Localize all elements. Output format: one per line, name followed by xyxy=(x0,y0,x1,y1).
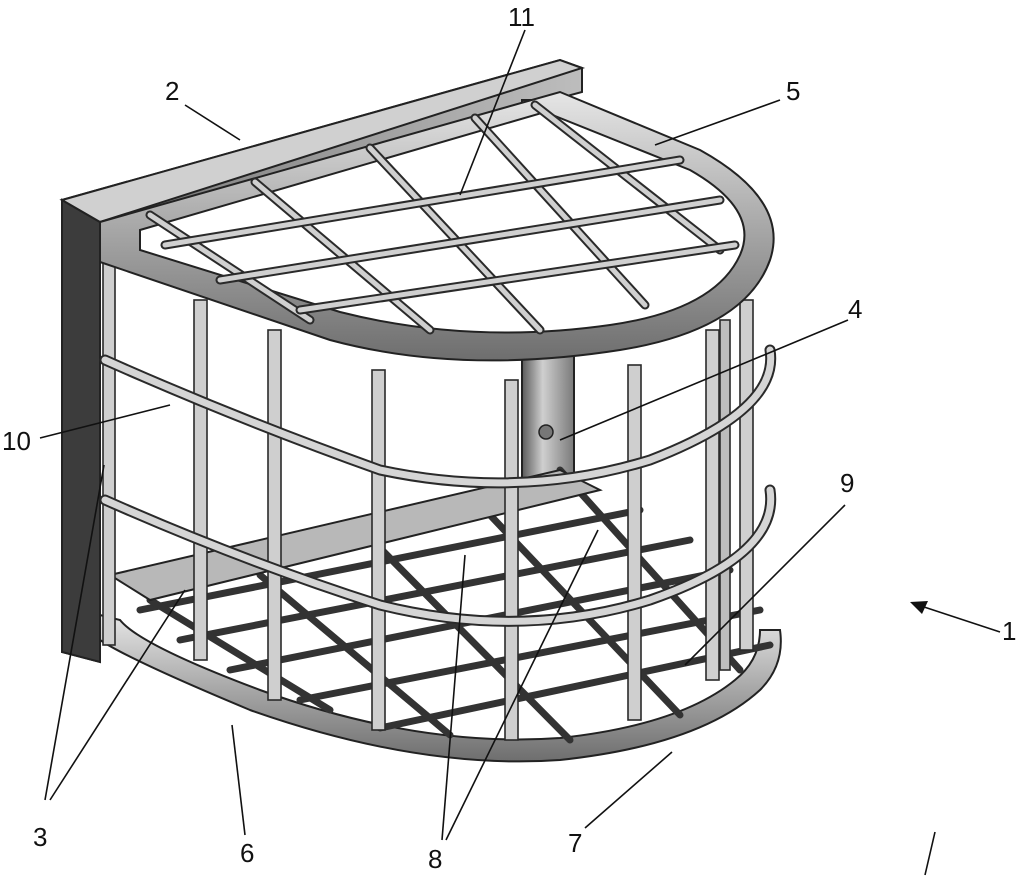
leader-3a xyxy=(44,464,105,801)
floor-strut xyxy=(107,468,603,602)
floor-grid xyxy=(136,466,774,744)
top-grid xyxy=(145,100,740,335)
arrow-1 xyxy=(910,601,928,614)
leader-lines xyxy=(39,29,1001,876)
ref-label-1: 1 xyxy=(1002,616,1016,646)
horizontal-rings xyxy=(99,344,777,627)
ref-label-8: 8 xyxy=(428,844,442,874)
leader-5 xyxy=(654,99,781,146)
leader-10 xyxy=(39,404,171,439)
leader-6 xyxy=(231,724,246,836)
leader-8b xyxy=(445,529,599,841)
ref-label-7: 7 xyxy=(568,828,582,858)
bottom-frame xyxy=(99,613,782,763)
leader-7 xyxy=(584,751,673,829)
leader-3b xyxy=(49,589,186,801)
leader-2 xyxy=(184,104,241,141)
leader-1 xyxy=(914,603,1001,633)
vertical-bars xyxy=(102,249,754,741)
wall-plate xyxy=(59,58,586,664)
ref-label-10: 10 xyxy=(2,426,31,456)
ref-label-3: 3 xyxy=(33,822,47,852)
leader-9 xyxy=(684,504,846,666)
leader-8a xyxy=(441,554,466,841)
ref-label-6: 6 xyxy=(240,838,254,868)
ref-label-9: 9 xyxy=(840,468,854,498)
ref-label-2: 2 xyxy=(165,76,179,106)
ref-label-4: 4 xyxy=(848,294,862,324)
ref-label-11: 11 xyxy=(508,2,535,32)
leader-11 xyxy=(459,29,526,196)
leader-4 xyxy=(559,319,849,441)
stray-mark xyxy=(924,831,936,876)
ref-label-5: 5 xyxy=(786,76,800,106)
